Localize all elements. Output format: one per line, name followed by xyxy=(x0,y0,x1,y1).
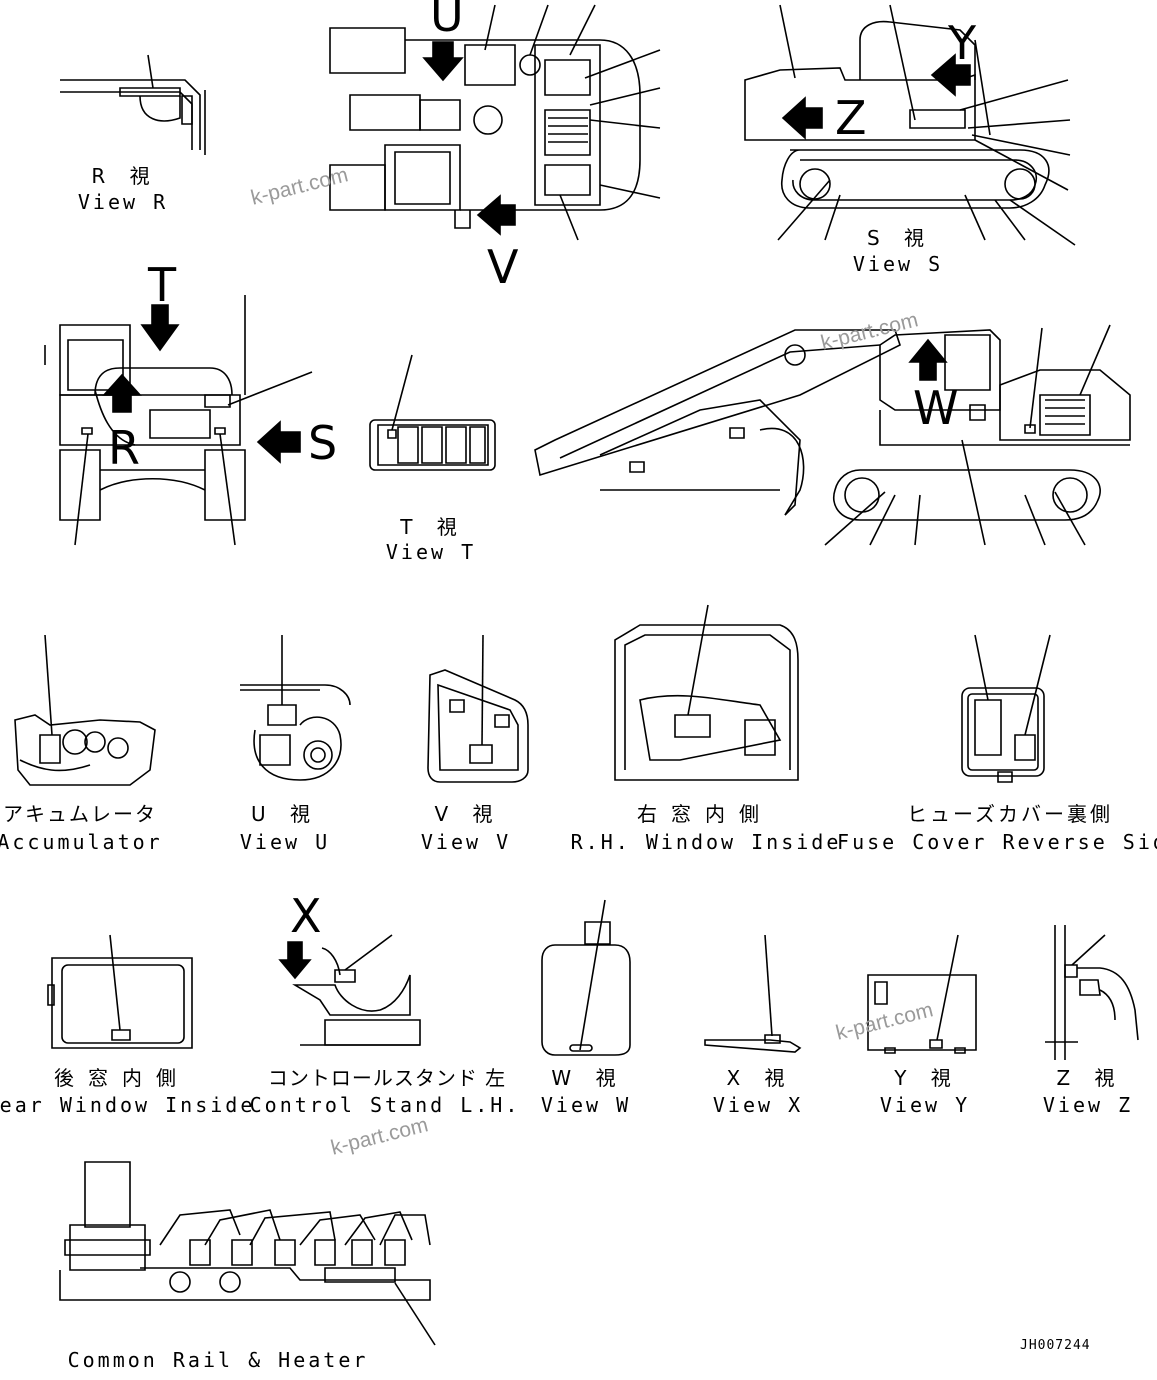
caption-rear-window-jp: 後窓内側 xyxy=(54,1066,190,1090)
rear-window-drawing xyxy=(48,935,192,1048)
caption-common-rail: Common Rail & Heater xyxy=(67,1348,369,1372)
caption-fuse-cover-en: Fuse Cover Reverse Side xyxy=(837,830,1157,854)
view-t-drawing xyxy=(370,355,495,470)
caption-rh-window-en: R.H. Window Inside xyxy=(570,830,842,854)
caption-view-y-en: View Y xyxy=(879,1093,971,1117)
drawing-code: JH007244 xyxy=(1020,1338,1091,1353)
caption-view-s-en: View S xyxy=(852,252,944,276)
view-w-box-drawing xyxy=(542,900,630,1055)
view-w-drawing xyxy=(535,325,1130,545)
caption-accumulator-jp: アキュムレータ xyxy=(3,802,157,826)
caption-view-u-jp: U 視 xyxy=(251,802,319,826)
top-view-drawing xyxy=(330,5,660,240)
caption-rear-window-en: Rear Window Inside xyxy=(0,1093,256,1117)
caption-view-y-jp: Y 視 xyxy=(894,1066,960,1090)
letter-x: X xyxy=(290,889,322,943)
caption-view-u-en: View U xyxy=(239,830,331,854)
letter-v: V xyxy=(487,240,519,294)
caption-view-z-jp: Z 視 xyxy=(1056,1066,1124,1090)
caption-view-t-en: View T xyxy=(385,540,477,564)
caption-view-z-en: View Z xyxy=(1042,1093,1134,1117)
caption-control-stand-en: Control Stand L.H. xyxy=(249,1093,521,1117)
letter-y: Y xyxy=(948,16,977,70)
caption-rh-window-jp: 右窓内側 xyxy=(637,802,773,826)
caption-view-w-jp: W 視 xyxy=(551,1066,625,1090)
letter-s: S xyxy=(308,416,338,470)
caption-view-x-en: View X xyxy=(712,1093,804,1117)
letter-z: Z xyxy=(835,91,867,145)
rh-window-drawing xyxy=(615,605,798,780)
accumulator-drawing xyxy=(15,635,155,785)
letter-r: R xyxy=(108,421,140,475)
caption-view-t-jp: T 視 xyxy=(400,515,466,539)
caption-view-v-en: View V xyxy=(420,830,512,854)
view-r-drawing xyxy=(60,55,205,155)
rear-view-drawing xyxy=(45,295,312,545)
view-x-drawing xyxy=(705,935,800,1052)
letter-u: U xyxy=(430,0,464,42)
letter-t: T xyxy=(148,258,177,312)
caption-view-x-jp: X 視 xyxy=(726,1066,794,1090)
caption-fuse-cover-jp: ヒューズカバー裏側 xyxy=(907,802,1113,826)
view-v-drawing xyxy=(428,635,528,782)
view-u-drawing xyxy=(240,635,350,780)
caption-view-s-jp: S 視 xyxy=(866,226,934,250)
fuse-cover-drawing xyxy=(962,635,1050,782)
caption-view-r-en: View R xyxy=(77,190,169,214)
common-rail-drawing xyxy=(60,1162,435,1345)
caption-accumulator-en: Accumulator xyxy=(0,830,163,854)
view-z-drawing xyxy=(1045,925,1138,1060)
view-s-drawing xyxy=(745,5,1075,245)
caption-view-r-jp: R 視 xyxy=(91,164,159,188)
caption-control-stand-jp: コントロールスタンド 左 xyxy=(267,1066,507,1090)
caption-view-v-jp: V 視 xyxy=(434,802,502,826)
letter-w: W xyxy=(913,381,959,435)
caption-view-w-en: View W xyxy=(540,1093,632,1117)
view-y-drawing xyxy=(868,935,976,1053)
control-stand-drawing xyxy=(280,935,420,1045)
